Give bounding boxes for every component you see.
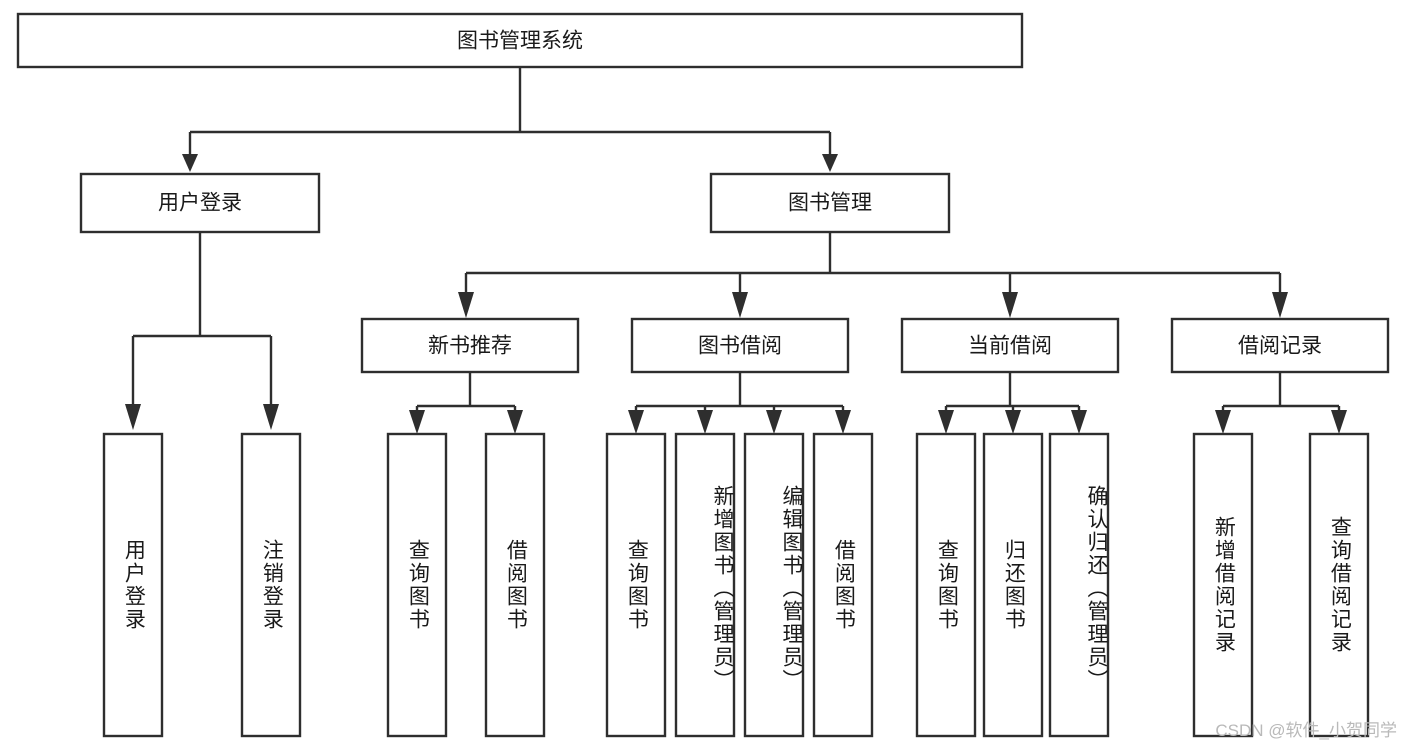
arrowhead-user-login (182, 154, 198, 172)
arrowhead-leaf-edit-book (766, 410, 782, 434)
node-new-book-recommend-label: 新书推荐 (428, 335, 512, 358)
node-user-login[interactable]: 用户登录 (79, 172, 321, 234)
node-borrow-record-label: 借阅记录 (1238, 335, 1322, 358)
arrowhead-leaf-logout-login (263, 404, 279, 430)
node-new-book-recommend[interactable]: 新书推荐 (360, 317, 580, 374)
node-leaf-confirm-return-rect[interactable] (1048, 432, 1110, 738)
node-leaf-query-book-2-rect[interactable] (605, 432, 667, 738)
node-leaf-add-book-rect[interactable] (674, 432, 736, 738)
node-root[interactable]: 图书管理系统 (16, 12, 1024, 69)
node-leaf-return-book-rect[interactable] (982, 432, 1044, 738)
node-book-management[interactable]: 图书管理 (709, 172, 951, 234)
node-leaf-add-record-label: 新增借阅记录 (1212, 516, 1236, 654)
node-borrow-record[interactable]: 借阅记录 (1170, 317, 1390, 374)
node-leaf-add-record-rect[interactable] (1192, 432, 1254, 738)
node-leaf-logout-login-rect[interactable] (240, 432, 302, 738)
node-leaf-user-login-rect[interactable] (102, 432, 164, 738)
node-leaf-query-record-label: 查询借阅记录 (1328, 516, 1352, 654)
node-leaf-user-login-label: 用户登录 (122, 539, 146, 631)
node-leaf-logout-login-label: 注销登录 (260, 539, 284, 631)
node-leaf-edit-book-rect[interactable] (743, 432, 805, 738)
node-leaf-return-book-label: 归还图书 (1002, 539, 1026, 631)
csdn-watermark: CSDN @软件_小贺同学 (1215, 721, 1397, 740)
node-leaf-query-record-rect[interactable] (1308, 432, 1370, 738)
node-root-rect (16, 12, 1024, 69)
arrowhead-leaf-query-book-1 (409, 410, 425, 434)
node-new-book-recommend-rect (360, 317, 580, 374)
arrowhead-book-borrow (732, 292, 748, 318)
arrowhead-leaf-query-book-2 (628, 410, 644, 434)
arrowhead-leaf-query-book-3 (938, 410, 954, 434)
node-user-login-rect (79, 172, 321, 234)
node-leaf-borrow-book-1-rect[interactable] (484, 432, 546, 738)
node-leaf-edit-book-label: 编辑图书（管理员） (780, 484, 803, 692)
arrowhead-current-borrow (1002, 292, 1018, 318)
node-current-borrow[interactable]: 当前借阅 (900, 317, 1120, 374)
node-leaf-query-book-2-label: 查询图书 (625, 539, 649, 631)
node-leaf-confirm-return-label: 确认归还（管理员） (1085, 484, 1108, 692)
node-leaf-query-book-1-label: 查询图书 (406, 539, 430, 631)
node-book-borrow-label: 图书借阅 (698, 335, 782, 358)
arrowhead-book-management (822, 154, 838, 172)
node-borrow-record-rect (1170, 317, 1390, 374)
arrowhead-leaf-confirm-return (1071, 410, 1087, 434)
node-leaf-query-book-1-rect[interactable] (386, 432, 448, 738)
node-book-borrow[interactable]: 图书借阅 (630, 317, 850, 374)
arrowhead-new-book-recommend (458, 292, 474, 318)
arrowhead-leaf-borrow-book-1 (507, 410, 523, 434)
arrowhead-leaf-query-record (1331, 410, 1347, 434)
arrowhead-leaf-borrow-book-2 (835, 410, 851, 434)
node-leaf-borrow-book-2-label: 借阅图书 (832, 539, 856, 631)
arrowhead-leaf-add-book (697, 410, 713, 434)
node-current-borrow-label: 当前借阅 (968, 335, 1052, 358)
node-book-management-label: 图书管理 (788, 192, 872, 215)
arrowhead-leaf-user-login (125, 404, 141, 430)
node-leaf-query-book-3-label: 查询图书 (935, 539, 959, 631)
node-root-label: 图书管理系统 (457, 30, 583, 53)
node-leaf-borrow-book-2-rect[interactable] (812, 432, 874, 738)
node-book-borrow-rect (630, 317, 850, 374)
node-leaf-borrow-book-1-label: 借阅图书 (504, 539, 528, 631)
node-user-login-label: 用户登录 (158, 192, 242, 215)
arrowhead-leaf-return-book (1005, 410, 1021, 434)
node-book-management-rect (709, 172, 951, 234)
node-leaf-add-book-label: 新增图书（管理员） (711, 484, 734, 692)
node-leaf-query-book-3-rect[interactable] (915, 432, 977, 738)
arrowhead-leaf-add-record (1215, 410, 1231, 434)
arrowhead-borrow-record (1272, 292, 1288, 318)
